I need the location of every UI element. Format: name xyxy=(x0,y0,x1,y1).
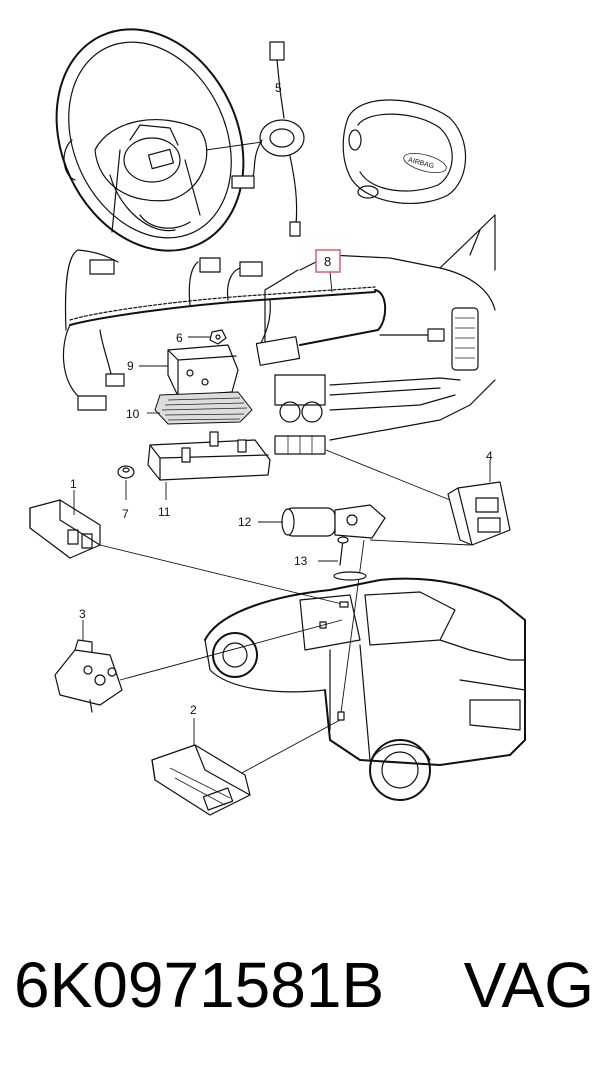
airbag-control-unit-part-9 xyxy=(139,344,239,397)
callout-1: 1 xyxy=(70,477,77,491)
part-number: 6K0971581B xyxy=(14,949,385,1021)
grommet-part-7 xyxy=(117,465,135,500)
callout-8: 8 xyxy=(324,254,331,269)
switch-part-1 xyxy=(29,490,343,605)
connector-part-2 xyxy=(151,718,251,816)
screw-part-13 xyxy=(318,536,471,721)
parts-diagram: AIRBAG xyxy=(29,28,526,816)
callout-6: 6 xyxy=(176,331,183,345)
clock-spring-part-5 xyxy=(205,41,305,237)
callout-3: 3 xyxy=(79,607,86,621)
switch-part-3 xyxy=(54,620,123,713)
brand-name: VAG xyxy=(463,949,594,1021)
car-outline xyxy=(119,571,526,801)
nut-part-6 xyxy=(188,329,227,345)
callout-7: 7 xyxy=(122,507,129,521)
callout-10: 10 xyxy=(126,407,140,421)
highlight-box-8 xyxy=(315,249,341,273)
steering-wheel xyxy=(55,28,245,252)
callout-12: 12 xyxy=(238,515,252,529)
foam-pad-part-10 xyxy=(147,391,253,425)
switch-part-4 xyxy=(447,460,511,546)
callout-4: 4 xyxy=(486,449,493,463)
callout-5: 5 xyxy=(275,81,282,95)
callout-13: 13 xyxy=(294,554,308,568)
callout-11: 11 xyxy=(158,505,171,519)
airbag-module: AIRBAG xyxy=(342,99,467,205)
callout-9: 9 xyxy=(127,359,134,373)
footer: 6K0971581B VAG xyxy=(14,940,594,1030)
callout-2: 2 xyxy=(190,703,197,717)
mounting-bracket-part-11 xyxy=(147,431,271,500)
wiring-harness-part-8 xyxy=(62,249,445,411)
callout-labels: 5 8 6 9 10 4 1 7 11 12 13 3 2 xyxy=(70,81,493,717)
actuator-part-12 xyxy=(258,504,386,539)
